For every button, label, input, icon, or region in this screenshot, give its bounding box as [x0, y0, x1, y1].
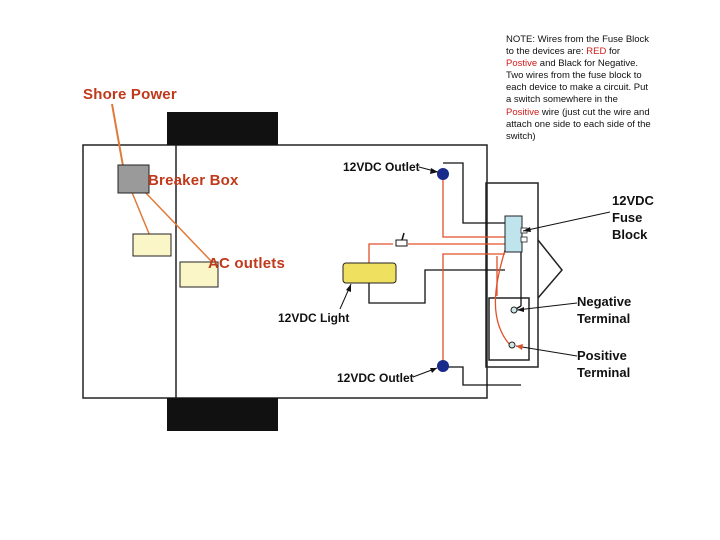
positive-wires	[368, 174, 511, 362]
light-switch	[395, 239, 408, 247]
note-text-4: wire (just cut the wire and attach one s…	[506, 106, 651, 142]
top-hull-block	[167, 112, 278, 145]
bow-cabinet	[485, 182, 539, 368]
shore-power-label: Shore Power	[83, 86, 177, 103]
boat-outline	[82, 144, 488, 399]
positive-arrowhead	[516, 344, 523, 350]
shore-power-leader	[111, 103, 124, 167]
fuse-block-icon	[504, 215, 523, 253]
negative-wires	[368, 162, 522, 386]
note-positive-word: Postive	[506, 58, 538, 70]
positive-terminal-icon	[508, 341, 516, 349]
negative-label-line2: Terminal	[577, 311, 631, 326]
positive-label-line1: Positive	[577, 348, 627, 363]
switch-toggle	[401, 232, 405, 241]
callout-arrowheads	[346, 168, 531, 373]
ac-outlet-2	[179, 261, 219, 288]
fuse-block-label-line1: 12VDC	[612, 193, 654, 208]
note-red-word: RED	[586, 46, 607, 58]
outlet-bottom-icon	[437, 360, 449, 372]
note-text-1: NOTE: Wires from the Fuse Block to the d…	[506, 34, 650, 58]
fuse-block-label-line2: Fuse	[612, 210, 643, 225]
note-positive-word-2: Positive	[506, 106, 540, 118]
fuse-block-label: 12VDC Fuse Block	[612, 192, 654, 243]
negative-terminal-label: Negative Terminal	[577, 293, 631, 327]
negative-label-line1: Negative	[577, 294, 632, 309]
bow-point	[537, 239, 563, 299]
fuse-block-label-line3: Block	[612, 227, 648, 242]
light-label: 12VDC Light	[278, 311, 350, 325]
breaker-box-icon	[117, 164, 150, 194]
outlet-bottom-label: 12VDC Outlet	[337, 371, 414, 385]
outlet-top-label: 12VDC Outlet	[343, 160, 420, 174]
wiring-note: NOTE: Wires from the Fuse Block to the d…	[506, 34, 652, 143]
note-text-3: and Black for Negative. Two wires from t…	[506, 58, 649, 106]
negative-terminal-icon	[510, 306, 518, 314]
ac-outlets-label: AC outlets	[208, 255, 285, 272]
outlet-top-icon	[437, 168, 449, 180]
note-text-2: for	[606, 46, 621, 58]
battery-box	[488, 297, 530, 361]
ac-outlet-1	[132, 233, 172, 257]
breaker-to-ac-leader	[142, 189, 213, 263]
bottom-hull-block	[167, 398, 278, 431]
breaker-to-outlet-leader	[130, 189, 151, 237]
positive-label-line2: Terminal	[577, 365, 631, 380]
fuse-terminal-2	[520, 236, 528, 243]
light-icon	[342, 262, 397, 284]
positive-terminal-label: Positive Terminal	[577, 347, 630, 381]
breaker-box-label: Breaker Box	[148, 172, 239, 189]
